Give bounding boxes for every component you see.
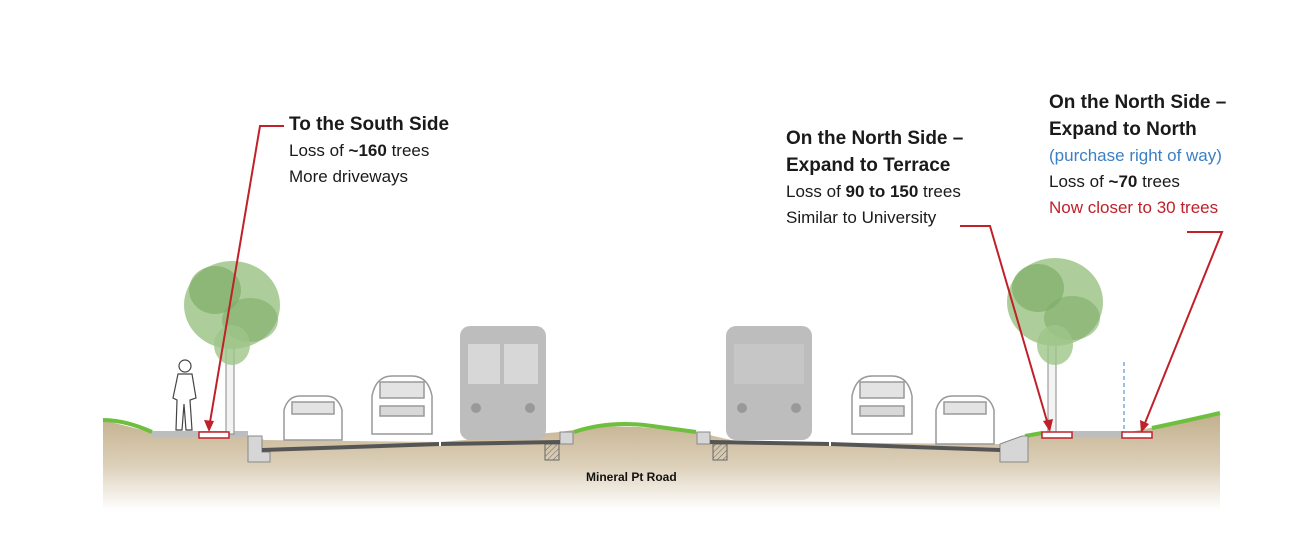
north-terrace-title-1: On the North Side – xyxy=(786,128,964,149)
pedestrian-figure xyxy=(172,359,197,431)
south-loss-line: Loss of ~160 trees xyxy=(289,141,430,160)
suv-north xyxy=(851,375,913,435)
north-sidewalk xyxy=(1072,431,1124,437)
car-compact-south xyxy=(283,395,343,441)
south-note: More driveways xyxy=(289,167,409,186)
median-curb-east xyxy=(696,431,711,445)
bus-north xyxy=(726,326,812,440)
south-impact-zone xyxy=(198,431,230,439)
north-terrace-callout: On the North Side – Expand to Terrace Lo… xyxy=(786,125,963,231)
south-loss-value: ~160 xyxy=(348,141,387,160)
ground-profile xyxy=(103,414,1220,510)
north-impact-zone xyxy=(1121,431,1153,439)
south-leader-arrow xyxy=(204,125,284,432)
median-drain-west xyxy=(544,443,560,461)
bus-south xyxy=(460,326,546,440)
north-north-title-1: On the North Side – xyxy=(1049,92,1227,113)
south-side-callout: To the South Side Loss of ~160 trees Mor… xyxy=(289,111,449,190)
terrace-leader-arrow xyxy=(960,225,1053,432)
north-north-loss-value: ~70 xyxy=(1108,172,1138,191)
grass-median xyxy=(573,422,697,434)
grass-north-2 xyxy=(1151,411,1221,430)
north-north-callout: On the North Side – Expand to North (pur… xyxy=(1049,89,1226,221)
road-label: Mineral Pt Road xyxy=(586,470,677,484)
suv-south xyxy=(371,375,433,435)
south-title: To the South Side xyxy=(289,114,450,135)
north-terrace-loss-line: Loss of 90 to 150 trees xyxy=(786,182,961,201)
north-north-update: Now closer to 30 trees xyxy=(1049,198,1219,217)
north-north-subtitle: (purchase right of way) xyxy=(1049,146,1222,165)
north-terrace-note: Similar to University xyxy=(786,208,937,227)
north-leader-arrow xyxy=(1140,231,1224,433)
car-compact-north xyxy=(935,395,995,445)
north-tree xyxy=(1007,258,1103,433)
north-terrace-title-2: Expand to Terrace xyxy=(786,155,951,176)
median-drain-east xyxy=(712,443,728,461)
north-north-title-2: Expand to North xyxy=(1049,119,1197,140)
south-tree xyxy=(184,261,280,435)
south-lanes-asphalt xyxy=(262,440,560,452)
grass-south xyxy=(102,418,153,434)
north-terrace-loss-value: 90 to 150 xyxy=(845,182,919,201)
south-curb xyxy=(247,435,271,463)
north-curb xyxy=(999,435,1029,463)
terrace-impact-zone xyxy=(1041,431,1073,439)
median-curb-west xyxy=(559,431,574,445)
north-north-loss-line: Loss of ~70 trees xyxy=(1049,172,1180,191)
north-lanes-asphalt xyxy=(710,440,1000,452)
